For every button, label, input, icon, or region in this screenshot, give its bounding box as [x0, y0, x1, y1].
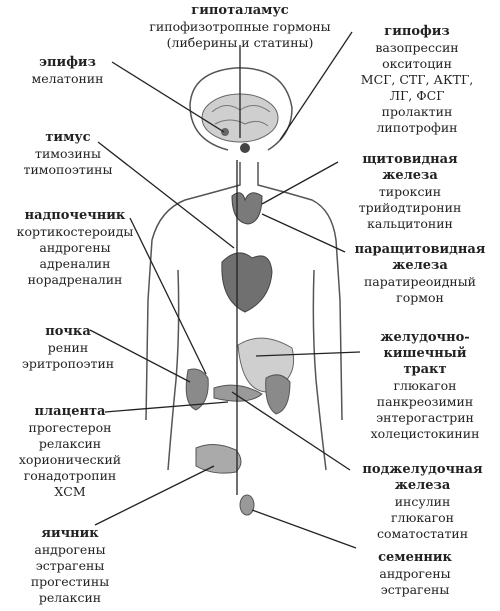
uterus	[195, 444, 242, 474]
body-outline	[145, 67, 343, 471]
hypothalamus-label: гипоталамус гипофизотропные гормоны (либ…	[100, 3, 380, 51]
kidney-title: почка	[45, 324, 91, 339]
thyroid-hormone: кальцитонин	[367, 216, 453, 231]
testis-organ	[239, 494, 255, 516]
thymus-hormone: тимозины	[35, 146, 101, 161]
gi-hormone: глюкагон	[393, 378, 457, 393]
thyroid-hormone: тироксин	[378, 184, 442, 199]
pituitary-hormone: окситоцин	[382, 56, 452, 71]
thyroid-hormone: трийодтиронин	[358, 200, 462, 215]
pancreas-pointer	[231, 391, 351, 471]
parathyroid-title-2: железа	[392, 258, 448, 273]
pituitary-pointer	[279, 31, 353, 141]
gi-hormone: холецистокинин	[370, 426, 480, 441]
placenta-label: плацента прогестерон релаксин хорионичес…	[5, 404, 135, 500]
pituitary-label: гипофиз вазопрессин окситоцин МСГ, СТГ, …	[352, 24, 482, 136]
pancreas-hormone: соматостатин	[376, 526, 469, 541]
heart	[221, 252, 273, 313]
thymus-hormone: тимопоэтины	[23, 162, 113, 177]
ovary-hormone: андрогены	[34, 542, 106, 557]
adrenal-hormone: андрогены	[39, 240, 111, 255]
thymus-label: тимус тимозины тимопоэтины	[18, 130, 118, 178]
right-kidney	[265, 374, 291, 415]
gi-title-2: кишечный	[383, 346, 467, 361]
adrenal-hormone: норадреналин	[27, 272, 123, 287]
epiphysis-gland	[221, 128, 229, 136]
gi-title: желудочно-	[380, 330, 470, 345]
ovary-label: яичник андрогены эстрагены прогестины ре…	[20, 526, 120, 606]
thymus-pointer	[97, 141, 235, 249]
testis-title: семенник	[378, 550, 452, 565]
pointer-lines	[89, 31, 361, 549]
pituitary-hormone: ЛГ, ФСГ	[389, 88, 445, 103]
testis-hormone: андрогены	[379, 566, 451, 581]
epiphysis-label: эпифиз мелатонин	[20, 55, 115, 87]
parathyroid-label: паращитовидная железа паратиреоидный гор…	[345, 242, 495, 306]
parathyroid-title: паращитовидная	[354, 242, 486, 257]
placenta-hormone: гонадотропин	[23, 468, 117, 483]
kidney-pointer	[89, 329, 191, 383]
testis-label: семенник андрогены эстрагены	[355, 550, 475, 598]
thymus-title: тимус	[45, 130, 91, 145]
ovary-hormone: прогестины	[30, 574, 110, 589]
pituitary-hormone: МСГ, СТГ, АКТГ,	[360, 72, 474, 87]
pituitary-title: гипофиз	[384, 24, 450, 39]
parathyroid-hormone: паратиреоидный	[363, 274, 477, 289]
pancreas-hormone: глюкагон	[390, 510, 455, 525]
gi-hormone: панкреозимин	[376, 394, 474, 409]
kidney-hormone: ренин	[47, 340, 89, 355]
placenta-hormone: релаксин	[38, 436, 102, 451]
parathyroid-hormone: гормон	[396, 290, 444, 305]
epiphysis-pointer	[111, 61, 225, 133]
placenta-hormone: хорионический	[18, 452, 122, 467]
thyroid-pointer	[261, 161, 339, 205]
hypothalamus-hormone: (либерины и статины)	[166, 35, 314, 50]
ovary-hormone: релаксин	[38, 590, 102, 605]
epiphysis-hormone: мелатонин	[31, 71, 104, 86]
parathyroid-pointer	[261, 213, 346, 253]
thyroid-label: щитовидная железа тироксин трийодтиронин…	[340, 152, 480, 232]
pancreas-organ	[213, 384, 263, 402]
pituitary-hormone: вазопрессин	[375, 40, 459, 55]
adrenal-pointer	[129, 217, 207, 375]
thyroid-title-2: железа	[382, 168, 438, 183]
adrenal-title: надпочечник	[24, 208, 126, 223]
hypothalamus-hormone: гипофизотропные гормоны	[149, 19, 331, 34]
gi-pointer	[255, 351, 361, 357]
testis-hormone: эстрагены	[380, 582, 450, 597]
pituitary-hormone: пролактин	[381, 104, 453, 119]
kidney-label: почка ренин эритропоэтин	[18, 324, 118, 372]
gi-hormone: энтерогастрин	[376, 410, 474, 425]
testis-pointer	[251, 509, 357, 549]
pituitary-hormone: липотрофин	[376, 120, 458, 135]
adrenal-hormone: адреналин	[39, 256, 111, 271]
placenta-hormone: прогестерон	[28, 420, 112, 435]
ovary-pointer	[94, 465, 215, 526]
adrenal-hormone: кортикостероиды	[16, 224, 134, 239]
pancreas-title: поджелудочная	[362, 462, 483, 477]
placenta-pointer	[104, 401, 229, 413]
epiphysis-title: эпифиз	[39, 55, 96, 70]
pancreas-label: поджелудочная железа инсулин глюкагон со…	[350, 462, 495, 542]
gi-title-3: тракт	[403, 362, 447, 377]
gi-tract-label: желудочно- кишечный тракт глюкагон панкр…	[360, 330, 490, 442]
thyroid-title: щитовидная	[362, 152, 458, 167]
adrenal-label: надпочечник кортикостероиды андрогены ад…	[5, 208, 145, 288]
ovary-title: яичник	[41, 526, 99, 541]
placenta-title: плацента	[34, 404, 106, 419]
ovary-hormone: эстрагены	[35, 558, 105, 573]
hypothalamus-title: гипоталамус	[191, 3, 289, 18]
pancreas-title-2: железа	[394, 478, 451, 493]
pancreas-hormone: инсулин	[394, 494, 451, 509]
left-kidney	[185, 368, 209, 411]
placenta-hormone: ХСМ	[54, 484, 86, 499]
pituitary-gland	[240, 143, 250, 153]
kidney-hormone: эритропоэтин	[21, 356, 115, 371]
thyroid-gland	[231, 192, 263, 225]
